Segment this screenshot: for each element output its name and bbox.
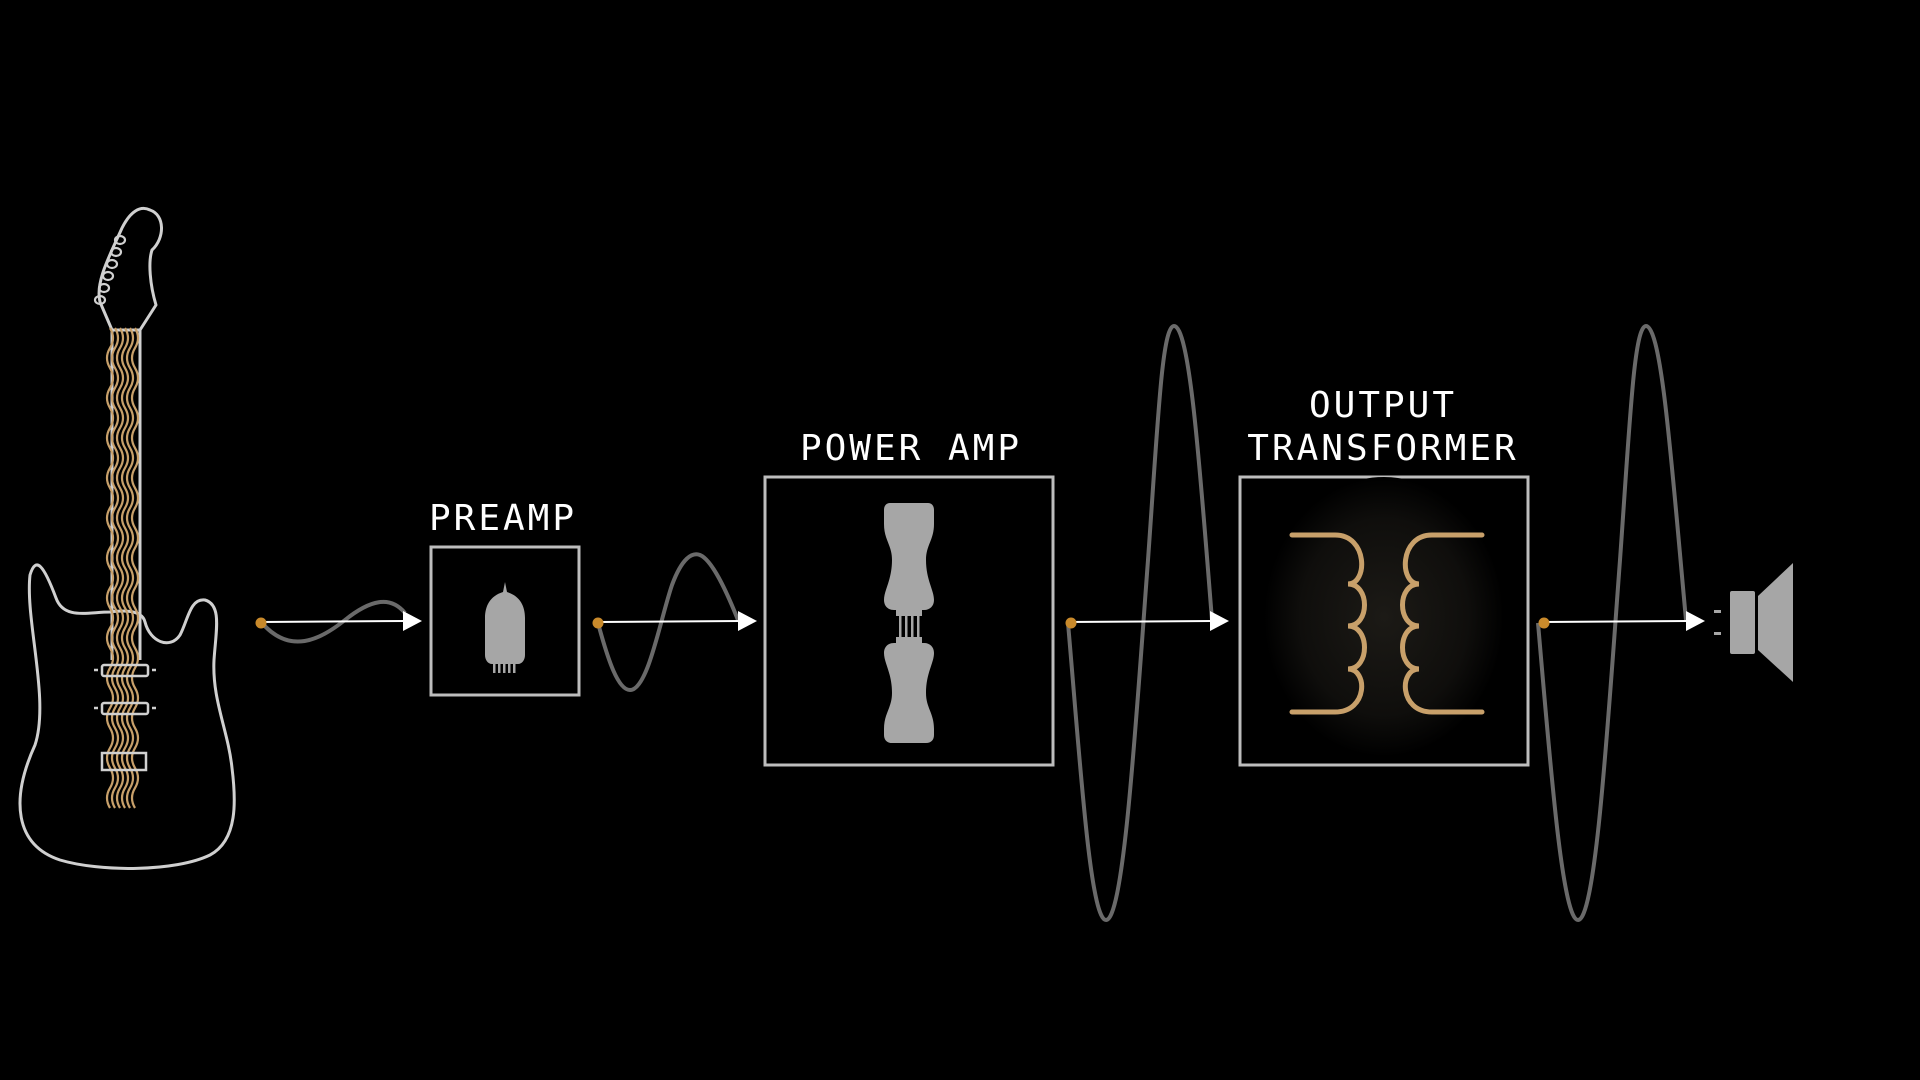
signal-input-segment — [255, 599, 422, 644]
power-amp-label: POWER AMP — [800, 428, 1022, 469]
output-transformer-stage: OUTPUT TRANSFORMER — [1238, 385, 1530, 767]
guitar-bridge — [100, 751, 148, 772]
signal-arrow-head — [1686, 611, 1705, 631]
large-signal-wave — [1066, 323, 1214, 923]
signal-arrow-line — [597, 620, 741, 623]
power-tube-icon — [884, 503, 934, 743]
connector-dot — [592, 617, 604, 629]
guitar-pickups — [94, 663, 156, 716]
signal-output-segment — [1536, 323, 1705, 923]
transformer-coil-icon — [1289, 532, 1485, 715]
transformer-glow — [1264, 477, 1504, 757]
connector-dot — [255, 617, 267, 629]
preamp-stage: PREAMP — [429, 498, 581, 697]
connector-dot — [1538, 617, 1550, 629]
connector-dot — [1065, 617, 1077, 629]
guitar-headstock — [97, 206, 163, 332]
output-transformer-label-line1: OUTPUT — [1309, 385, 1457, 426]
output-transformer-label-line2: TRANSFORMER — [1247, 428, 1518, 469]
tuning-pegs — [93, 234, 127, 306]
vacuum-tube-icon — [485, 582, 525, 673]
signal-arrow-line — [1542, 620, 1689, 623]
signal-preamp-segment — [592, 552, 757, 693]
guitar-body — [18, 563, 236, 870]
signal-arrow-line — [261, 620, 406, 623]
guitar-strings — [105, 327, 140, 809]
signal-power-segment — [1065, 323, 1229, 923]
electric-guitar-icon — [18, 206, 236, 870]
signal-arrow-head — [403, 611, 422, 631]
preamp-label: PREAMP — [429, 498, 577, 539]
medium-signal-wave — [596, 552, 740, 693]
signal-arrow-head — [1210, 611, 1229, 631]
output-signal-wave — [1536, 323, 1688, 923]
signal-arrow-head — [738, 611, 757, 631]
speaker-icon — [1714, 563, 1793, 682]
power-amp-stage: POWER AMP — [763, 428, 1055, 767]
signal-arrow-line — [1067, 620, 1213, 623]
small-signal-wave — [260, 599, 407, 644]
